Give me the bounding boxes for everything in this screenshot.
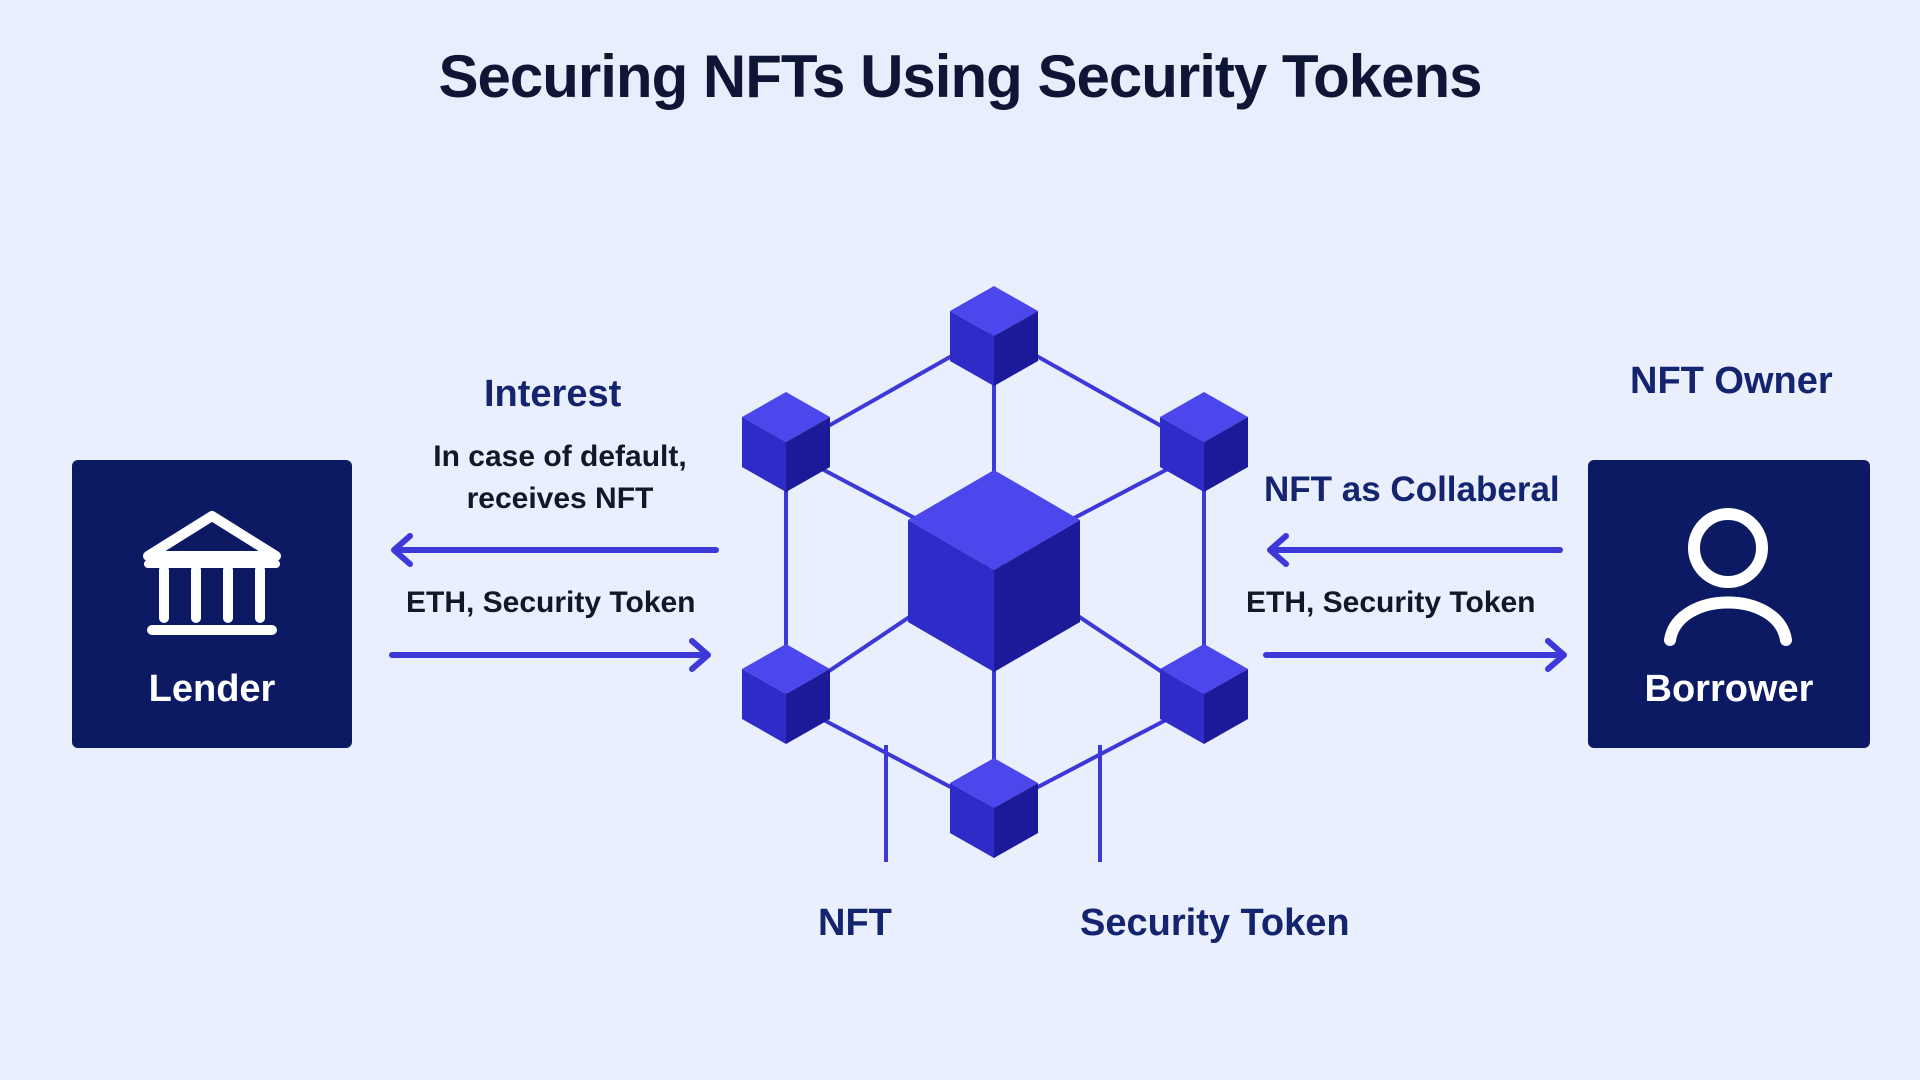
- lender-box: Lender: [72, 460, 352, 748]
- right-eth-label: ETH, Security Token: [1246, 586, 1536, 619]
- security-token-label: Security Token: [1080, 902, 1350, 944]
- right-arrow-to-center-left: [389, 638, 711, 672]
- cube-center: [908, 470, 1080, 672]
- nft-collateral-label: NFT as Collaberal: [1264, 470, 1560, 509]
- user-icon: [1664, 508, 1792, 646]
- default-note-line2: receives NFT: [466, 482, 654, 515]
- cube-bottom: [950, 758, 1038, 858]
- default-note-line1: In case of default,: [433, 440, 687, 473]
- left-eth-label: ETH, Security Token: [406, 586, 696, 619]
- cube-lower-right: [1160, 644, 1248, 744]
- cube-upper-right: [1160, 392, 1248, 492]
- left-arrow-to-center-right: [1267, 533, 1563, 567]
- cube-upper-left: [742, 392, 830, 492]
- borrower-label: Borrower: [1644, 668, 1814, 710]
- lender-label: Lender: [148, 668, 276, 710]
- page-title: Securing NFTs Using Security Tokens: [438, 43, 1482, 110]
- cube-lower-left: [742, 644, 830, 744]
- right-arrow-to-borrower: [1263, 638, 1567, 672]
- default-note: In case of default, receives NFT: [410, 436, 710, 520]
- left-arrow-to-lender: [391, 533, 719, 567]
- interest-label: Interest: [484, 373, 622, 415]
- cube-top: [950, 286, 1038, 386]
- bank-icon: [143, 511, 281, 635]
- blockchain-network-icon: [742, 286, 1248, 862]
- borrower-box: Borrower: [1588, 460, 1870, 748]
- nft-owner-label: NFT Owner: [1630, 360, 1833, 402]
- nft-label: NFT: [818, 902, 892, 944]
